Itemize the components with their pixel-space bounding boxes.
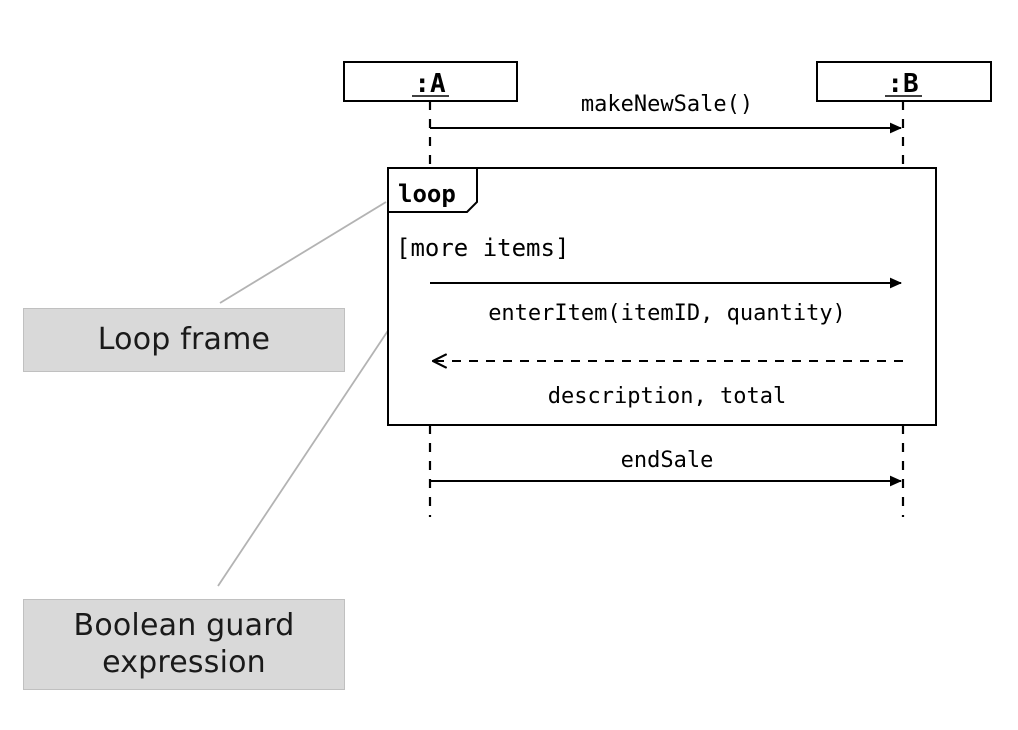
message-end-sale[interactable]: endSale <box>430 448 902 487</box>
annotation-loop-frame-line-1: Loop frame <box>97 321 271 357</box>
lifelines <box>428 101 905 517</box>
lifeline-label-a: :A <box>414 69 446 99</box>
loop-frame-guard-label: [more items] <box>396 234 569 262</box>
lifeline-head-b[interactable]: :B <box>816 61 992 102</box>
annotation-loop-frame: Loop frame <box>23 308 345 372</box>
message-label-description-total: description, total <box>548 384 786 409</box>
message-description-total[interactable]: description, total <box>434 361 903 409</box>
lifeline-head-a[interactable]: :A <box>343 61 518 102</box>
annotation-boolean-guard-line-2: expression <box>102 644 266 680</box>
annotation-boolean-guard-line-1: Boolean guard <box>73 607 295 643</box>
leader-line-loop-frame <box>219 201 387 304</box>
message-make-new-sale[interactable]: makeNewSale() <box>430 92 902 134</box>
lifeline-label-b: :B <box>887 69 918 99</box>
loop-frame: loop [more items] <box>387 167 937 426</box>
message-label-make-new-sale: makeNewSale() <box>581 92 753 117</box>
annotation-boolean-guard: Boolean guard expression <box>23 599 345 690</box>
message-enter-item[interactable]: enterItem(itemID, quantity) <box>430 277 902 326</box>
lifeline-box-b[interactable] <box>816 61 992 102</box>
loop-frame-border <box>387 167 937 426</box>
lifeline-box-a[interactable] <box>343 61 518 102</box>
message-label-enter-item: enterItem(itemID, quantity) <box>488 301 846 326</box>
loop-frame-tag-shape <box>388 167 478 213</box>
loop-frame-operator-label: loop <box>398 180 456 208</box>
message-label-end-sale: endSale <box>621 448 714 473</box>
